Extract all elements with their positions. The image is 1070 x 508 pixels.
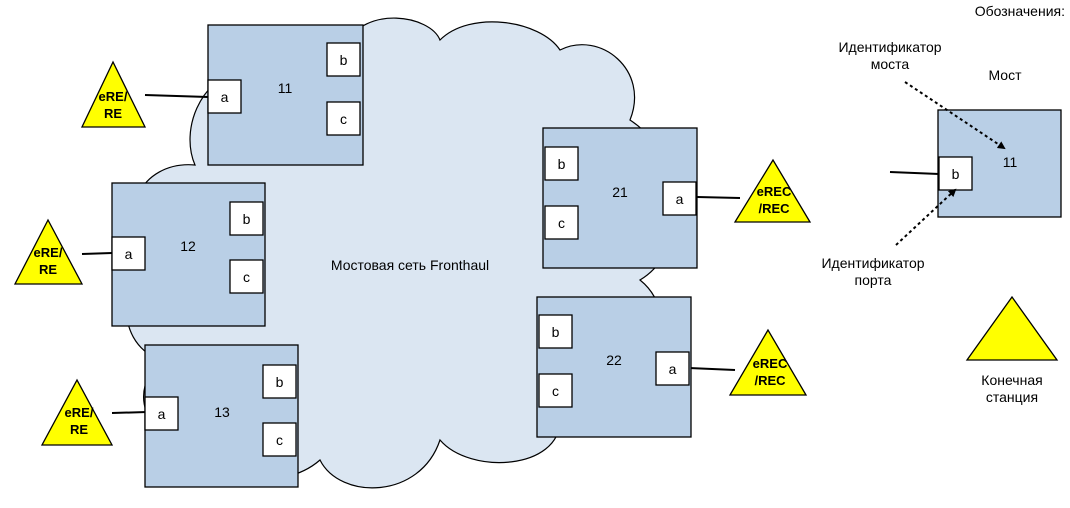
port-a-label: a <box>676 191 684 207</box>
bridge-id-caption-line1: Идентификатор <box>838 39 941 55</box>
network-label: Мостовая сеть Fronthaul <box>331 257 489 273</box>
legend-port <box>938 156 973 191</box>
bridge-22: 22 a b c <box>536 296 692 438</box>
end-station-label-line2: RE <box>39 262 57 277</box>
port-a-label: a <box>221 89 229 105</box>
port-c-label: c <box>552 383 559 399</box>
end-station-triangle <box>728 328 808 396</box>
end-station-caption-line2: станция <box>986 389 1038 405</box>
end-station-label-line1: eRE/ <box>65 405 94 420</box>
end-station-label-line2: RE <box>70 422 88 437</box>
port-b <box>262 364 297 399</box>
port-c-label: c <box>340 111 347 127</box>
bridge-id: 22 <box>606 352 622 368</box>
end-station-2: eRE/ RE <box>13 218 84 285</box>
bridge-13: 13 a b c <box>144 344 299 488</box>
legend: Обозначения: Идентификатор моста Мост 11… <box>821 3 1065 405</box>
port-a-label: a <box>125 246 133 262</box>
port-a <box>111 236 146 271</box>
link-13 <box>111 411 148 414</box>
port-a <box>655 351 690 386</box>
port-c-label: c <box>243 269 250 285</box>
legend-bridge <box>937 109 1062 218</box>
port-b-label: b <box>552 324 560 340</box>
port-c <box>229 259 264 294</box>
port-b-label: b <box>340 52 348 68</box>
link-21 <box>696 196 741 199</box>
end-station-4: eREC /REC <box>733 158 812 223</box>
bridge-id: 21 <box>612 184 628 200</box>
port-b-label: b <box>243 211 251 227</box>
end-station-label-line2: RE <box>104 106 122 121</box>
legend-title: Обозначения: <box>975 3 1065 19</box>
legend-port-label: b <box>952 166 960 182</box>
end-station-label-line2: /REC <box>758 201 790 216</box>
legend-link <box>889 171 940 175</box>
port-c <box>326 101 361 136</box>
bridge-id: 13 <box>214 404 230 420</box>
end-station-label-line1: eREC <box>753 356 788 371</box>
port-id-caption-line1: Идентификатор <box>821 255 924 271</box>
end-station-label-line2: /REC <box>754 373 786 388</box>
port-b-label: b <box>558 156 566 172</box>
end-station-triangle <box>80 60 147 128</box>
link-11 <box>144 94 209 98</box>
end-station-1: eRE/ RE <box>80 60 147 128</box>
end-station-triangle <box>13 218 84 285</box>
port-b <box>326 42 361 77</box>
port-a <box>144 396 179 431</box>
bridge-12: 12 a b c <box>111 182 266 327</box>
end-station-label-line1: eRE/ <box>99 89 128 104</box>
bridge-11: 11 a b c <box>207 24 364 166</box>
end-station-triangle <box>733 158 812 223</box>
link-22 <box>688 367 736 371</box>
port-a-label: a <box>158 406 166 422</box>
port-c-label: c <box>558 215 565 231</box>
port-b <box>538 314 573 349</box>
port-id-arrow <box>895 188 957 246</box>
legend-bridge-label: Мост <box>988 67 1022 83</box>
end-station-label-line1: eREC <box>757 184 792 199</box>
bridge-id-caption-line2: моста <box>871 56 910 72</box>
bridge-21: 21 a b c <box>542 127 698 269</box>
port-b <box>544 146 579 181</box>
bridge-id-arrow <box>904 81 1006 150</box>
port-c <box>544 205 579 240</box>
port-c <box>538 373 573 408</box>
end-station-triangle <box>40 378 114 446</box>
port-id-caption-line2: порта <box>855 272 892 288</box>
end-station-3: eRE/ RE <box>40 378 114 446</box>
port-a-label: a <box>669 361 677 377</box>
bridge-id: 11 <box>278 80 293 96</box>
end-station-caption-line1: Конечная <box>981 372 1042 388</box>
port-b <box>229 201 264 236</box>
legend-bridge-id: 11 <box>1003 154 1018 170</box>
port-b-label: b <box>276 374 284 390</box>
end-station-5: eREC /REC <box>728 328 808 396</box>
port-a <box>207 79 242 114</box>
port-c <box>262 422 297 457</box>
port-a <box>662 181 697 216</box>
end-station-label-line1: eRE/ <box>34 245 63 260</box>
legend-end-station-triangle <box>965 295 1059 361</box>
bridge-id: 12 <box>180 238 196 254</box>
link-12 <box>81 252 113 255</box>
port-c-label: c <box>276 432 283 448</box>
